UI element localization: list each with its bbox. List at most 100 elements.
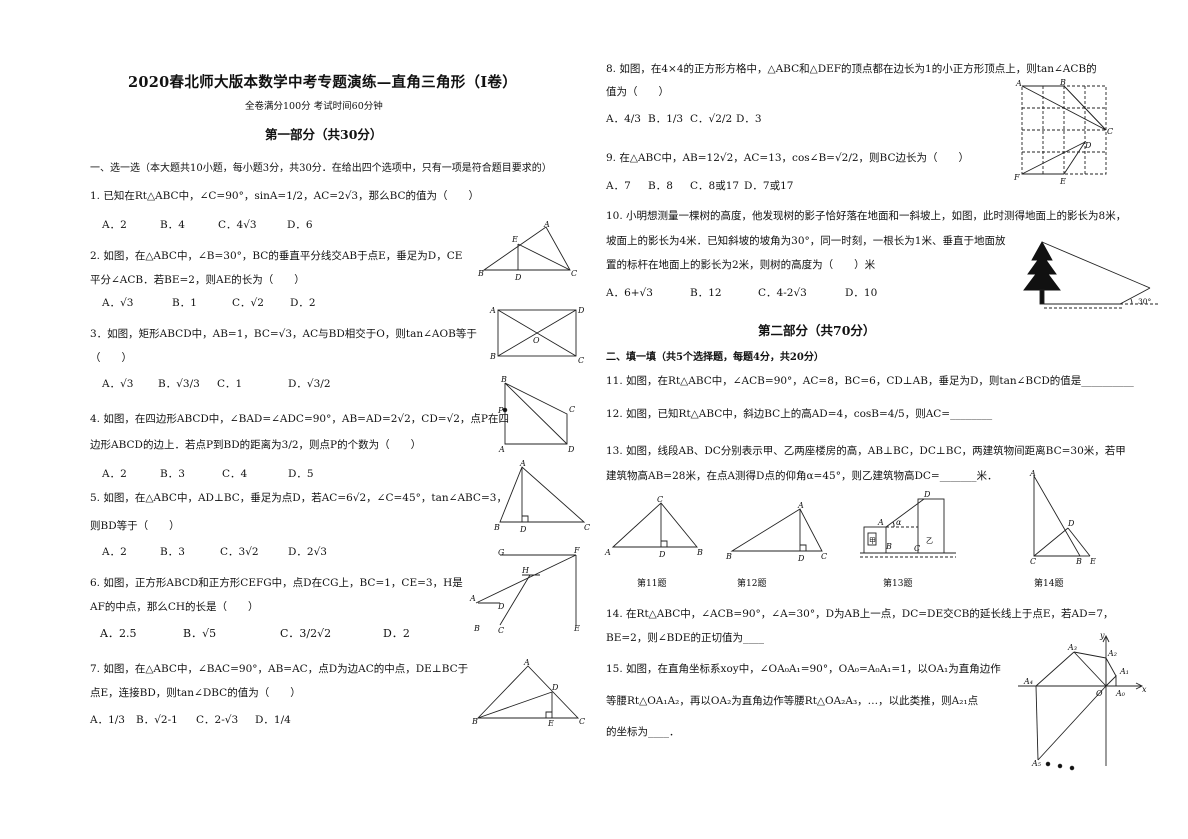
q13-line1: 13. 如图，线段AB、DC分别表示甲、乙两座楼房的高，AB⊥BC，DC⊥BC，… [606,445,1126,457]
figure-q13: D A α 甲 B 乙 C [860,490,956,558]
fig6-label-h: H [521,566,530,575]
fig2-label-a: A [543,220,550,229]
fig15-label-a4: A₄ [1023,677,1033,686]
fig8-label-d: D [1084,141,1092,150]
q8-line2: 值为（ ） [606,86,669,98]
question-12: 12. 如图，已知Rt△ABC中，斜边BC上的高AD=4，cosB=4/5，则A… [606,408,993,420]
fig6-label-c: C [498,626,504,635]
q9-option-d: D．7或17 [744,180,794,192]
fig8-label-a: A [1015,79,1022,88]
fig13-label-d: D [923,490,931,499]
part1-heading: 第一部分（共30分） [265,127,383,142]
q9-option-c: C．8或17 [690,180,740,192]
q8-option-c: C．√2/2 [690,113,733,125]
figure-q12: A B D C [725,501,827,563]
q7-line2: 点E，连接BD，则tan∠DBC的值为（ ） [90,687,301,699]
fig3-label-o: O [533,336,540,345]
q5-option-c: C．3√2 [220,546,259,558]
fig13-label-b: B [885,542,892,551]
figure-q15: y A₃ A₂ A₁ A₄ O A₀ x A₅ [1018,631,1147,771]
figure-q5: A B D C [493,459,590,534]
fig14-label-b: B [1075,557,1082,566]
q10-line1: 10. 小明想测量一棵树的高度，他发现树的影子恰好落在地面和一斜坡上，如图，此时… [606,210,1127,222]
q4-line1: 4. 如图，在四边形ABCD中，∠BAD=∠ADC=90°，AB=AD=2√2，… [90,413,509,425]
q4-option-b: B．3 [160,468,185,480]
q9-option-a: A．7 [606,180,631,192]
q5-option-a: A．2 [102,546,127,558]
q3-line1: 3．如图，矩形ABCD中，AB=1，BC=√3，AC与BD相交于O，则tan∠A… [90,328,477,340]
figure-q10: 30° [1023,241,1160,309]
part1-intro: 一、选一选（本大题共10小题，每小题3分，共30分．在给出四个选项中，只有一项是… [90,163,552,174]
fig10-angle-label: 30° [1138,297,1152,306]
fig11-label-a: A [604,548,611,557]
q10-line2: 坡面上的影长为4米．已知斜坡的坡角为30°，同一时刻，一根长为1米、垂直于地面放 [606,235,1006,247]
q7-option-c: C．2-√3 [196,714,239,726]
q1-option-c: C．4√3 [218,219,257,231]
q15-line3: 的坐标为____． [606,726,680,738]
caption-q14: 第14题 [1034,579,1064,589]
caption-q11: 第11题 [637,579,667,589]
fig15-label-a0: A₀ [1115,689,1126,698]
fig3-label-b: B [489,352,496,361]
fig7-label-c: C [579,717,585,726]
figure-q6: G F H A D B C E [469,546,580,635]
q10-option-d: D．10 [845,287,878,299]
q2-option-a: A．√3 [102,297,134,309]
q3-option-a: A．√3 [102,378,134,390]
q1-option-d: D．6 [287,219,313,231]
part2-intro: 二、填一填（共5个选择题，每题4分，共20分） [606,352,824,363]
fig2-label-d: D [514,273,522,282]
q2-option-b: B．1 [172,297,197,309]
fig11-label-d: D [658,550,666,559]
fig2-label-e: E [511,235,518,244]
q1-option-b: B．4 [160,219,185,231]
q10-option-b: B．12 [690,287,722,299]
q5-option-d: D．2√3 [288,546,327,558]
fig5-label-c: C [584,523,590,532]
fig3-label-c: C [578,356,584,365]
q6-option-d: D．2 [383,627,410,640]
fig15-label-y: y [1099,631,1105,640]
fig8-label-c: C [1107,127,1113,136]
fig13-label-a: A [877,518,884,527]
q13-line2: 建筑物高AB=28米，在点A测得D点的仰角α=45°，则乙建筑物高DC=____… [606,470,998,482]
fig15-label-x: x [1142,685,1147,694]
q6-option-b: B．√5 [183,627,217,640]
figure-q7: A D B E C [471,658,585,728]
caption-q13: 第13题 [883,579,913,589]
fig4-label-b: B [500,375,507,384]
fig14-label-c: C [1030,557,1036,566]
q4-option-c: C．4 [222,468,248,480]
fig4-label-p: P [497,406,504,415]
q14-line1: 14. 在Rt△ABC中，∠ACB=90°，∠A=30°，D为AB上一点，DC=… [606,608,1114,620]
fig15-label-a5: A₅ [1031,759,1042,768]
fig6-label-e: E [573,624,580,633]
caption-q12: 第12题 [737,579,767,589]
q9-stem: 9. 在△ABC中，AB=12√2，AC=13，cos∠B=√2/2，则BC边长… [606,152,969,164]
fig15-label-o: O [1096,689,1103,698]
fig14-label-a: A [1029,469,1036,478]
fig13-label-c: C [914,544,920,553]
fig13-label-alpha: α [896,518,902,527]
q5-line1: 5. 如图，在△ABC中，AD⊥BC，垂足为点D，若AC=6√2，∠C=45°，… [90,492,507,504]
figure-q4: B P C A D [497,375,575,454]
q2-option-c: C．√2 [232,297,264,309]
q2-option-d: D．2 [290,297,316,309]
q4-option-a: A．2 [102,468,127,480]
q1-option-a: A．2 [102,219,127,231]
q5-option-b: B．3 [160,546,185,558]
q14-line2: BE=2，则∠BDE的正切值为____ [606,632,764,644]
q2-line1: 2. 如图，在△ABC中，∠B=30°，BC的垂直平分线交AB于点E，垂足为D，… [90,250,463,262]
q3-option-d: D．√3/2 [288,378,331,390]
fig3-label-d: D [577,306,585,315]
q1-stem: 1. 已知在Rt△ABC中，∠C=90°，sinA=1/2，AC=2√3，那么B… [90,190,480,202]
fig5-label-d: D [519,525,527,534]
fig6-label-d: D [497,602,505,611]
fig3-label-a: A [489,306,496,315]
q4-line2: 边形ABCD的边上．若点P到BD的距离为3/2，则点P的个数为（ ） [90,439,422,451]
fig11-label-b: B [696,548,703,557]
q7-option-d: D．1/4 [255,714,291,726]
fig2-label-b: B [477,269,484,278]
fig7-label-d: D [551,683,559,692]
q15-line2: 等腰Rt△OA₁A₂，再以OA₂为直角边作等腰Rt△OA₂A₃，…，以此类推，则… [606,695,979,707]
